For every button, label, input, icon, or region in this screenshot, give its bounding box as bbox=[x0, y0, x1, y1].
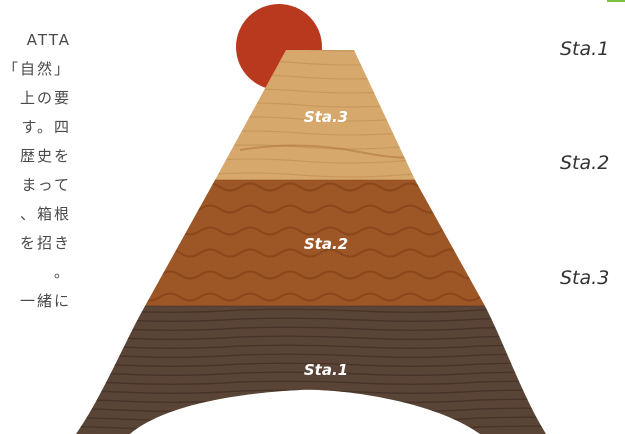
intro-line: 上の要 bbox=[0, 84, 71, 113]
intro-line: まって bbox=[0, 171, 71, 200]
intro-line: ATTA bbox=[0, 26, 71, 55]
intro-text: ATTA 「自然」 上の要 す。四 歴史を まって 、箱根 を招き 。 一緒に bbox=[0, 26, 71, 316]
layer-label-sta3: Sta.3 bbox=[304, 108, 348, 126]
intro-line: を招き bbox=[0, 229, 71, 258]
station-label-sta1: Sta.1 bbox=[560, 38, 609, 60]
intro-line: 。 bbox=[0, 258, 71, 287]
intro-line: す。四 bbox=[0, 113, 71, 142]
layer-label-sta1: Sta.1 bbox=[304, 361, 348, 379]
station-label-sta3: Sta.3 bbox=[560, 267, 609, 289]
station-label-sta2: Sta.2 bbox=[560, 152, 609, 174]
intro-line: 歴史を bbox=[0, 142, 71, 171]
mountain-illustration: Sta.3 Sta.2 Sta.1 bbox=[76, 0, 546, 434]
accent-mark bbox=[607, 0, 625, 2]
intro-line: 一緒に bbox=[0, 287, 71, 316]
intro-line: 「自然」 bbox=[0, 55, 71, 84]
layer-label-sta2: Sta.2 bbox=[304, 235, 348, 253]
intro-line: 、箱根 bbox=[0, 200, 71, 229]
